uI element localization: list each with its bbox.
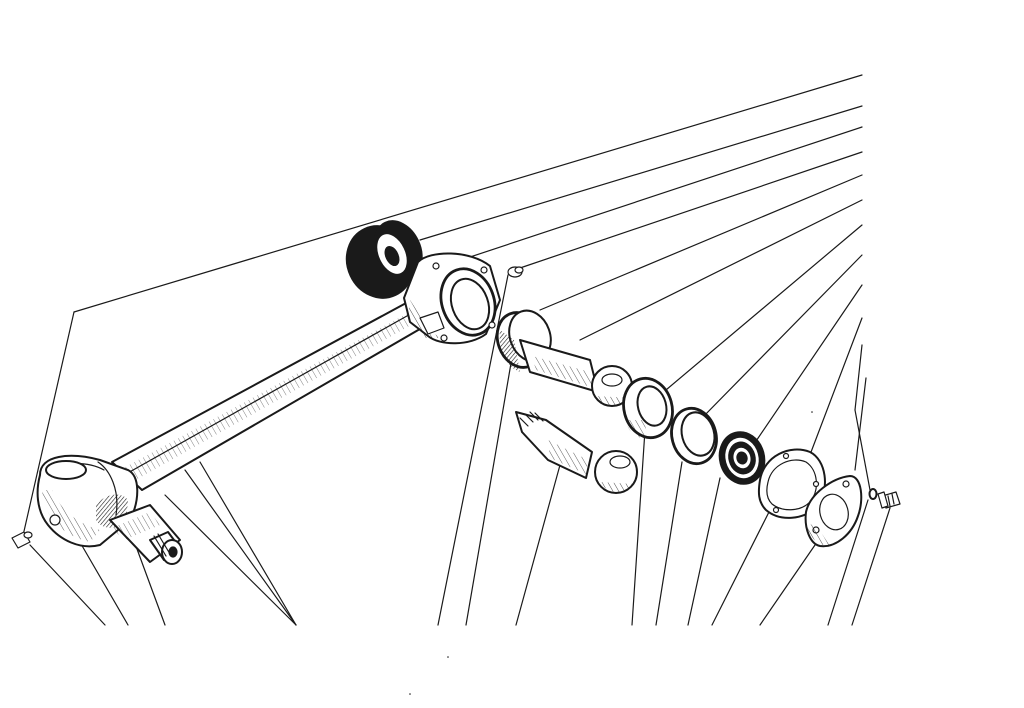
thrust-washer: [622, 376, 674, 440]
leader-line: [655, 461, 683, 626]
rubber-boot: [718, 431, 766, 485]
leader-line: [73, 74, 863, 313]
bush-dark: [345, 220, 423, 299]
leader-line: [29, 544, 106, 626]
leader-line: [687, 477, 721, 626]
leader-line: [854, 377, 867, 471]
leader-line: [519, 151, 863, 269]
leader-line: [539, 174, 863, 311]
spring-washer: [868, 488, 878, 500]
grease-nipple-center: [507, 266, 524, 278]
ball-pin-upper: [519, 339, 633, 407]
leader-line: [759, 544, 816, 626]
leader-line: [749, 284, 863, 451]
leader-line: [851, 507, 891, 626]
leader-line: [465, 339, 516, 626]
ball-pin-lower: [515, 411, 638, 494]
grease-nipple-left: [11, 531, 33, 549]
leader-line: [164, 494, 297, 626]
bolt: [877, 491, 901, 509]
leader-line: [419, 105, 863, 241]
cross-tube: [111, 301, 433, 491]
leader-line: [454, 126, 863, 263]
leader-line: [854, 409, 871, 491]
leader-line: [711, 509, 771, 626]
leader-line: [515, 464, 561, 626]
leader-line: [854, 344, 863, 411]
leader-line: [659, 224, 863, 396]
center-housing: [403, 252, 501, 345]
leader-line: [631, 429, 646, 626]
scan-specks: [409, 411, 813, 695]
leader-line: [579, 199, 863, 341]
leader-line: [699, 254, 863, 421]
leader-line: [807, 317, 863, 461]
leader-line: [827, 499, 869, 626]
leader-line: [184, 469, 297, 626]
cover-plate: [804, 475, 863, 548]
leader-line: [21, 311, 75, 541]
retaining-ring: [670, 406, 718, 466]
leader-line: [199, 461, 297, 626]
stub-axle-left: [109, 504, 183, 565]
